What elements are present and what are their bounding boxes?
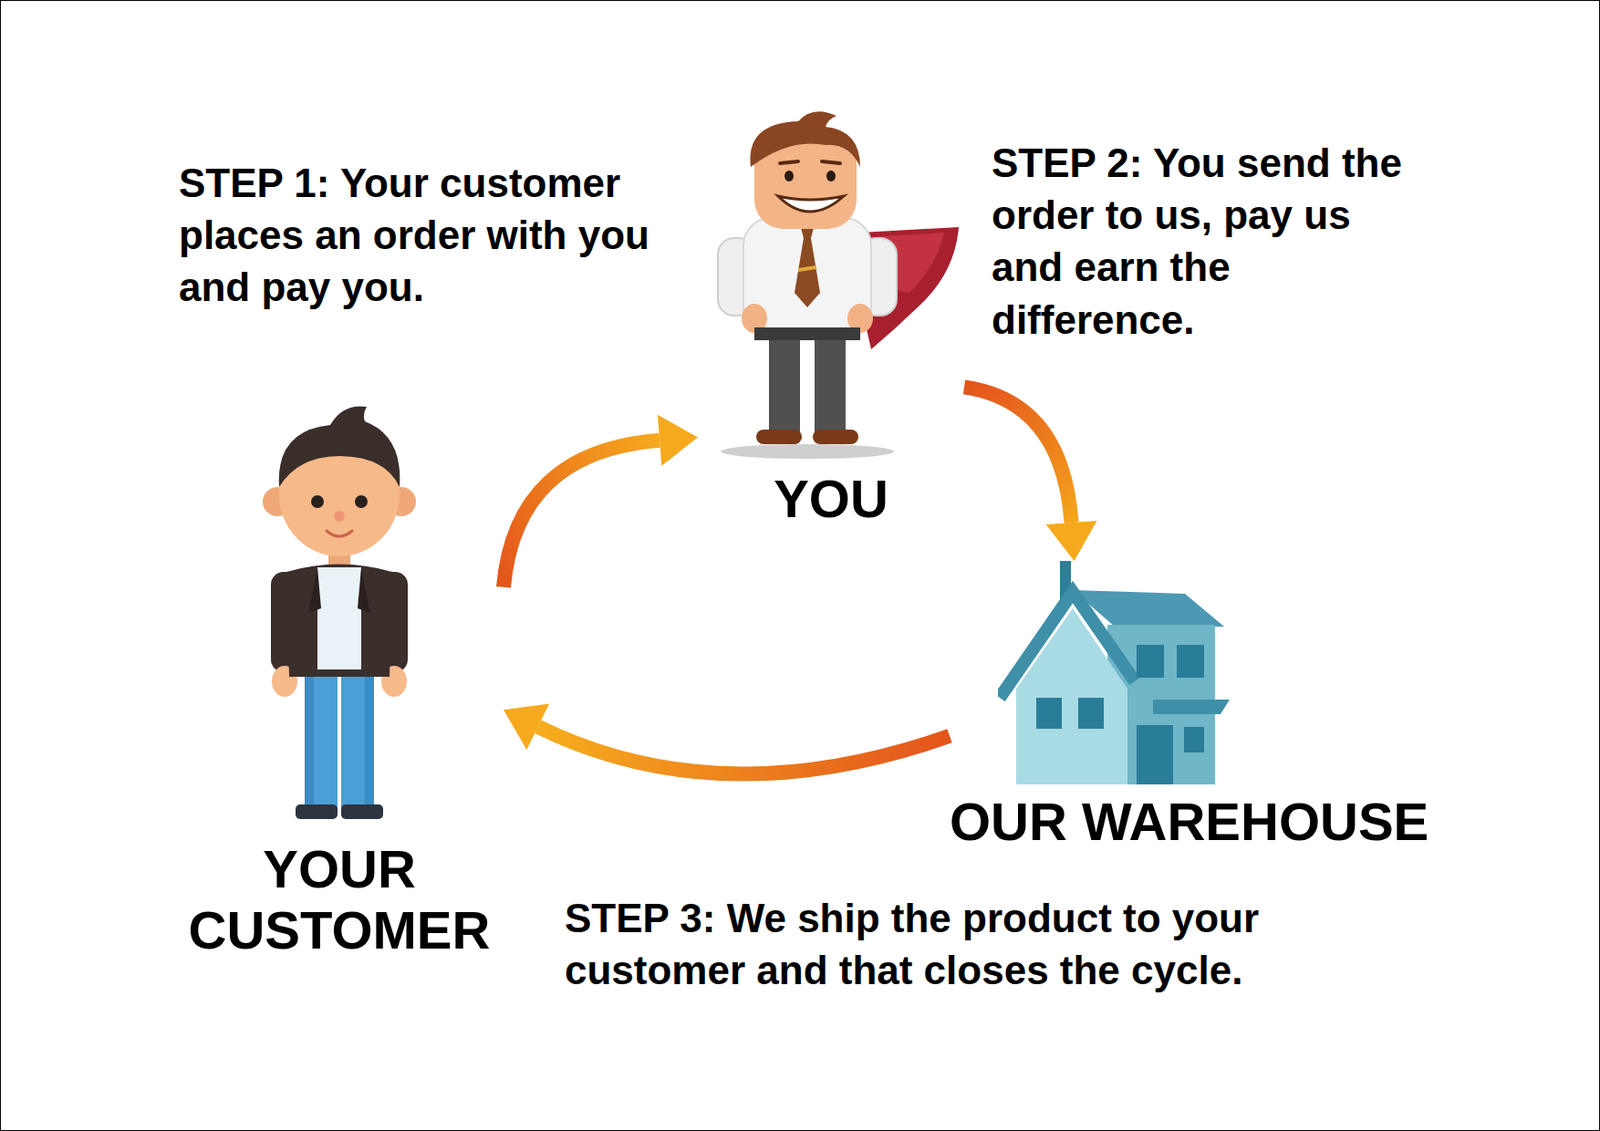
arrow-head	[657, 415, 698, 467]
businessman-figure	[697, 110, 965, 462]
arrow-shaft	[538, 727, 950, 775]
flow-arrow	[964, 386, 1097, 562]
figure-node: OUR WAREHOUSE	[949, 561, 1429, 853]
flow-arrow	[503, 415, 698, 588]
step-text: STEP 1: Your customer places an order wi…	[178, 156, 654, 314]
customer-figure	[248, 403, 431, 832]
arrow-shaft	[503, 440, 660, 588]
arrow-head	[503, 704, 550, 750]
arrow-shaft	[964, 386, 1072, 523]
flow-arrow	[503, 704, 950, 775]
node-label: YOUR CUSTOMER	[175, 839, 504, 961]
arrow-head	[1046, 520, 1098, 562]
figure-node: YOU	[697, 110, 965, 530]
figure-node: YOUR CUSTOMER	[175, 403, 504, 961]
node-label: OUR WAREHOUSE	[949, 791, 1429, 853]
step-text: STEP 3: We ship the product to your cust…	[564, 892, 1423, 997]
warehouse-house	[997, 561, 1254, 785]
step-text: STEP 2: You send the order to us, pay us…	[991, 136, 1421, 346]
node-label: YOU	[697, 468, 965, 530]
